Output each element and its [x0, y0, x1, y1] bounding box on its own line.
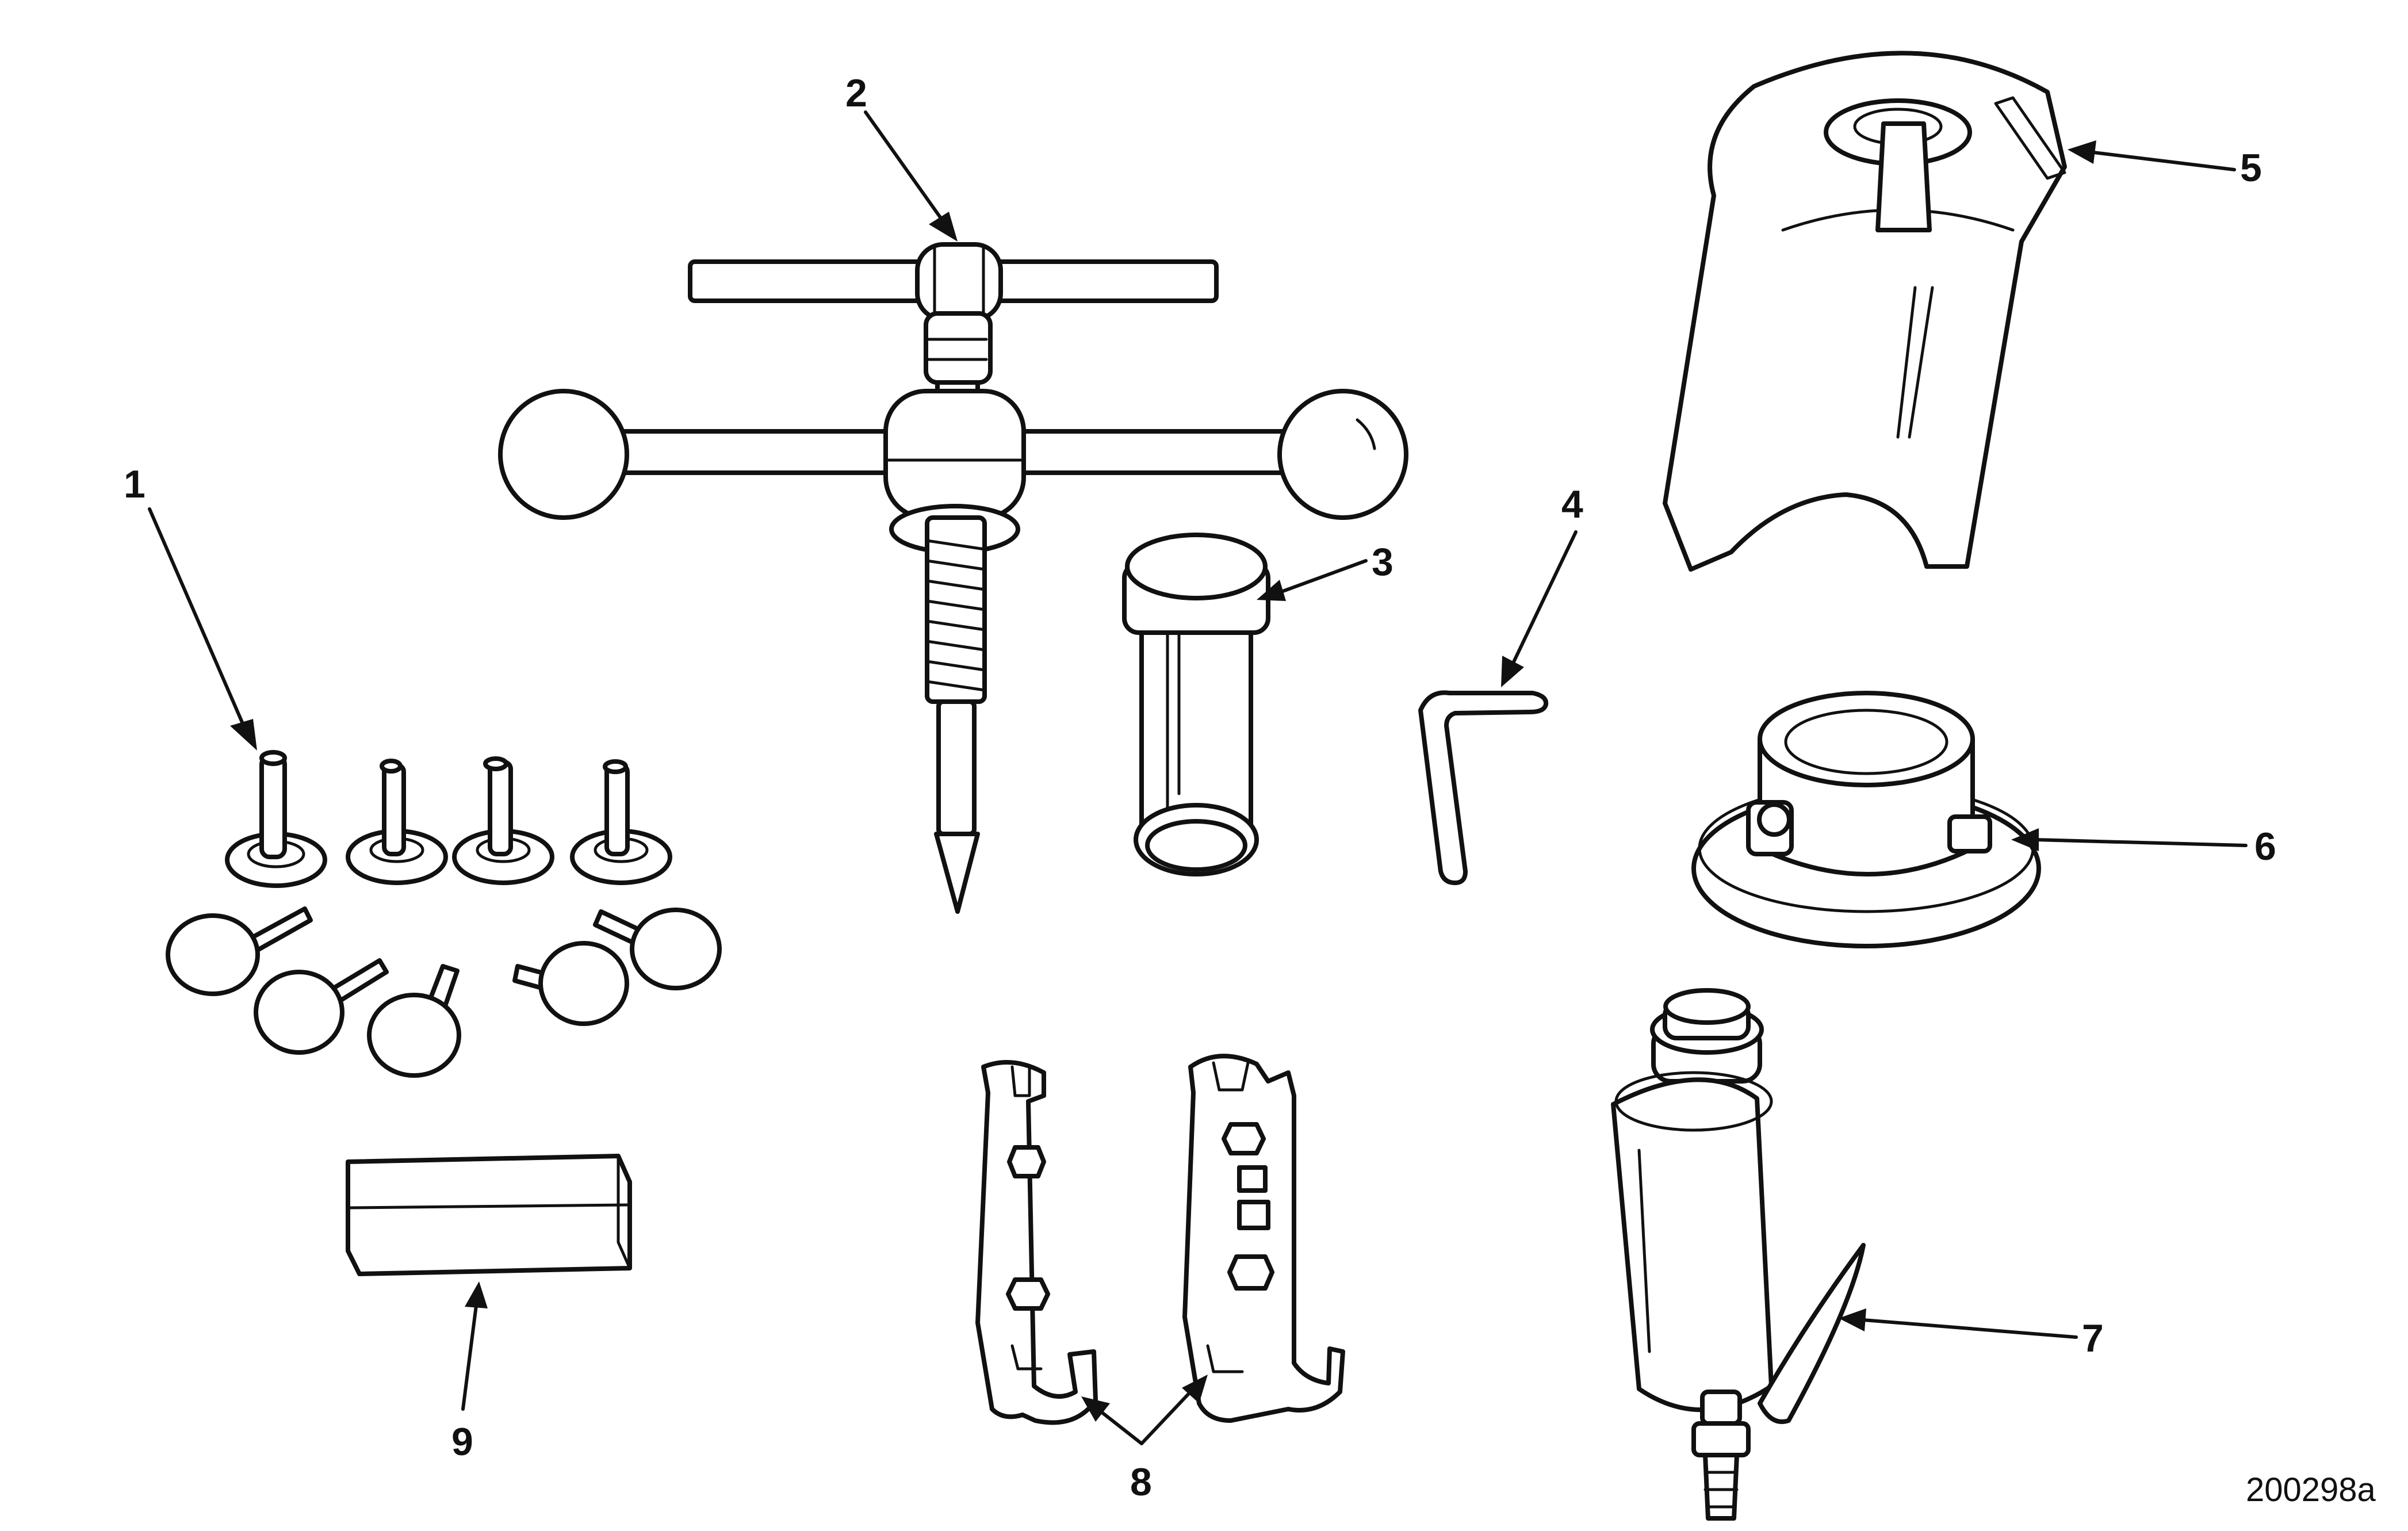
callout-2: 2 — [845, 71, 867, 115]
callout-5: 5 — [2240, 146, 2262, 190]
item-6-base-collar — [1691, 691, 2041, 948]
spanner-right — [1182, 1054, 1345, 1423]
callout-1: 1 — [124, 462, 146, 506]
upright-pin — [225, 750, 327, 888]
lying-pin — [166, 906, 313, 996]
item-3-driver — [1122, 533, 1270, 877]
lying-pin — [593, 908, 722, 990]
callout-7: 7 — [2082, 1316, 2104, 1360]
item-1-pin-set — [166, 750, 722, 1078]
callout-labels: 1 2 3 4 5 6 7 8 9 — [124, 71, 2276, 1504]
callout-3: 3 — [1372, 540, 1393, 584]
upright-pin — [346, 759, 448, 885]
item-7-cylinder-tool — [1611, 988, 1866, 1521]
item-5-sleeve — [1663, 51, 2067, 572]
item-2-puller — [498, 242, 1408, 914]
upright-pin — [570, 759, 672, 885]
upright-pin — [452, 756, 554, 885]
callout-6: 6 — [2254, 825, 2276, 868]
item-4-hex-key — [1418, 690, 1549, 885]
leader-lines — [148, 110, 2248, 1445]
callout-4: 4 — [1561, 483, 1583, 526]
screw-threads — [925, 539, 986, 692]
lying-pin — [512, 941, 629, 1026]
item-9-bar — [346, 1154, 632, 1276]
callout-9: 9 — [451, 1420, 473, 1464]
spanner-left — [975, 1060, 1098, 1425]
item-8-spanner-wrenches — [975, 1054, 1345, 1425]
callout-8: 8 — [1130, 1460, 1152, 1504]
figure-id: 200298a — [2246, 1471, 2376, 1509]
lying-pin — [367, 964, 461, 1078]
lying-pin — [254, 958, 389, 1055]
